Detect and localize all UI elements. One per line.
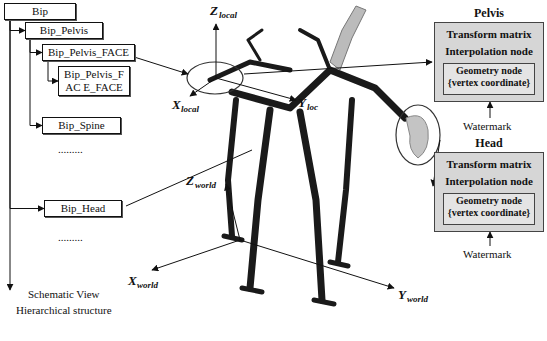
axis-label: X bbox=[128, 274, 137, 287]
axis-label: Y bbox=[398, 288, 406, 301]
node-text: Bip_Spine bbox=[48, 119, 115, 132]
root-box: Bip bbox=[4, 3, 76, 20]
caption-text: Schematic View bbox=[28, 289, 100, 300]
axis-label: Z bbox=[210, 4, 218, 17]
bone-box: Bip_Pelvis_FAC E_FACE bbox=[58, 66, 130, 96]
hierarchy-connector bbox=[48, 61, 58, 81]
bone-box: Bip_Pelvis_FACE bbox=[42, 44, 135, 61]
watermark-label: Watermark bbox=[463, 249, 512, 260]
node-text: Bip_Pelvis_FAC E_FACE bbox=[64, 68, 124, 94]
geometry-box: Geometry node{vertex coordinate} bbox=[443, 63, 535, 95]
hierarchy-connector bbox=[10, 20, 44, 209]
bone-box: Bip_Spine bbox=[42, 117, 121, 134]
head-shape bbox=[406, 116, 428, 158]
node-text: Geometry node bbox=[447, 65, 531, 77]
axis-label: world bbox=[407, 295, 428, 304]
watermark-label: Watermark bbox=[463, 121, 512, 132]
axis-label: X bbox=[172, 98, 181, 111]
node-text: Bip bbox=[10, 5, 70, 18]
hierarchy-connector bbox=[30, 39, 42, 126]
world-axes bbox=[152, 184, 394, 288]
node-text: {vertex coordinate} bbox=[447, 207, 531, 219]
node-text: Geometry node bbox=[447, 195, 531, 207]
hierarchy-connector bbox=[30, 39, 42, 53]
caption-text: ......... bbox=[58, 144, 83, 155]
node-text: Bip_Head bbox=[50, 202, 116, 215]
axis-label: loc bbox=[307, 103, 318, 112]
local-axes bbox=[190, 24, 296, 100]
axis-label: world bbox=[137, 281, 158, 290]
node-text: {vertex coordinate} bbox=[447, 77, 531, 89]
node-panel: HeadTransform matrixInterpolation nodeGe… bbox=[434, 152, 544, 232]
node-text: Bip_Pelvis bbox=[31, 24, 97, 37]
bone-box: Bip_Head bbox=[44, 200, 122, 217]
axis-label: local bbox=[181, 105, 199, 114]
caption-text: Hierarchical structure bbox=[16, 305, 112, 316]
geometry-box: Geometry node{vertex coordinate} bbox=[443, 193, 535, 225]
caption-text: ......... bbox=[58, 232, 83, 243]
axis-label: Z bbox=[186, 174, 194, 187]
skeleton-body bbox=[210, 30, 405, 304]
axis-label: world bbox=[195, 181, 216, 190]
panel-heading: Head bbox=[435, 136, 543, 151]
axis-label: Y bbox=[298, 96, 306, 109]
axis-label: local bbox=[219, 11, 237, 20]
pelvis-callout-ellipse bbox=[187, 62, 243, 94]
node-text: Interpolation node bbox=[435, 175, 543, 187]
node-text: Transform matrix bbox=[435, 158, 543, 170]
node-text: Bip_Pelvis_FACE bbox=[48, 46, 129, 59]
bone-box: Bip_Pelvis bbox=[25, 22, 103, 39]
node-text: Interpolation node bbox=[435, 45, 543, 57]
hierarchy-connector bbox=[10, 20, 25, 31]
node-text: Transform matrix bbox=[435, 28, 543, 40]
arm-shape bbox=[330, 6, 366, 70]
node-panel: PelvisTransform matrixInterpolation node… bbox=[434, 22, 544, 102]
panel-heading: Pelvis bbox=[435, 6, 543, 21]
